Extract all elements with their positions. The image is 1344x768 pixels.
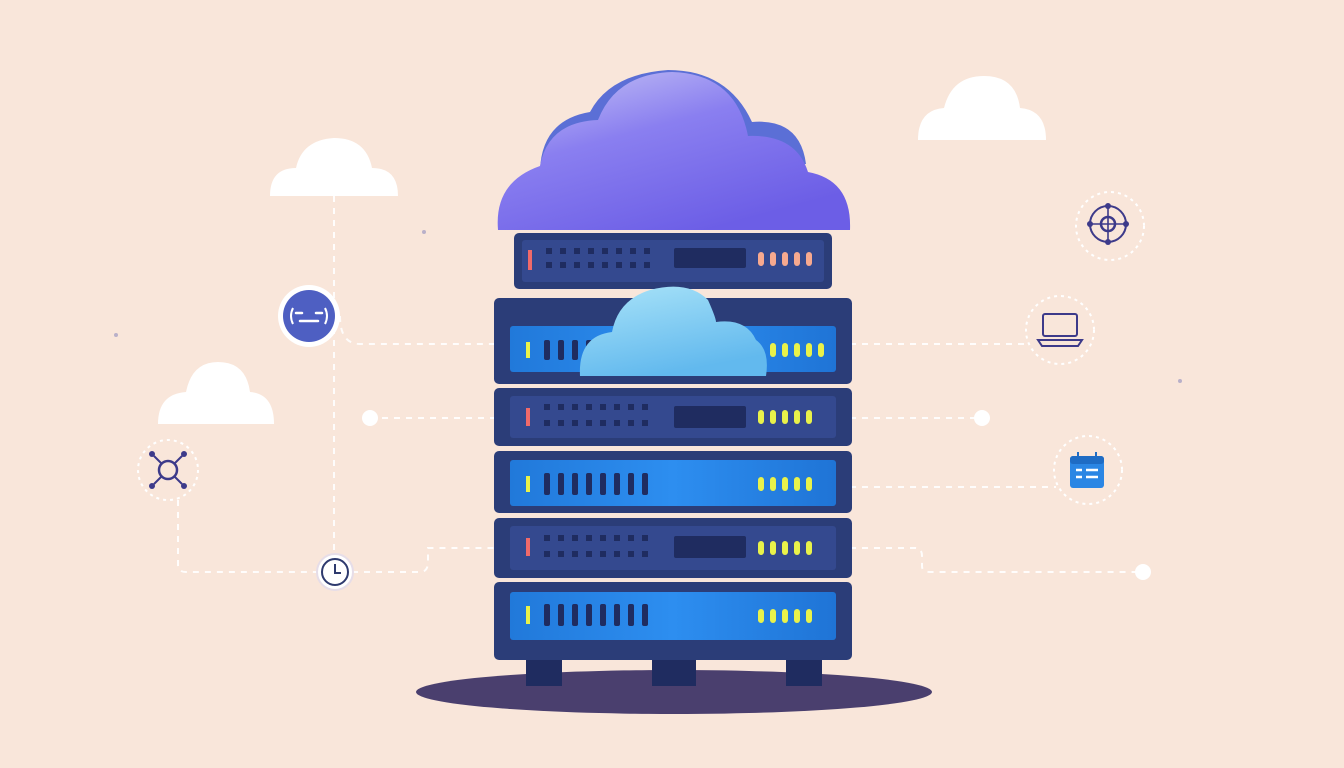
connection-lines [177,196,1142,573]
cloud-icon [579,286,767,376]
clock-icon [316,553,354,591]
cloud-icon [918,76,1046,140]
server-unit [494,582,852,660]
cloud-icon [158,362,274,424]
server-unit [494,388,852,446]
calendar-icon [1053,435,1123,505]
cloud-icon [270,138,398,196]
server-unit [514,233,832,289]
cloud-icon [497,70,851,230]
decor-dots [114,230,1182,580]
network-node-icon [1075,191,1145,261]
chat-bubble-icon [278,285,340,347]
server-unit [494,518,852,578]
network-node-icon [137,439,199,501]
server-unit [494,451,852,513]
server-rack [494,233,852,686]
laptop-icon [1025,295,1095,365]
